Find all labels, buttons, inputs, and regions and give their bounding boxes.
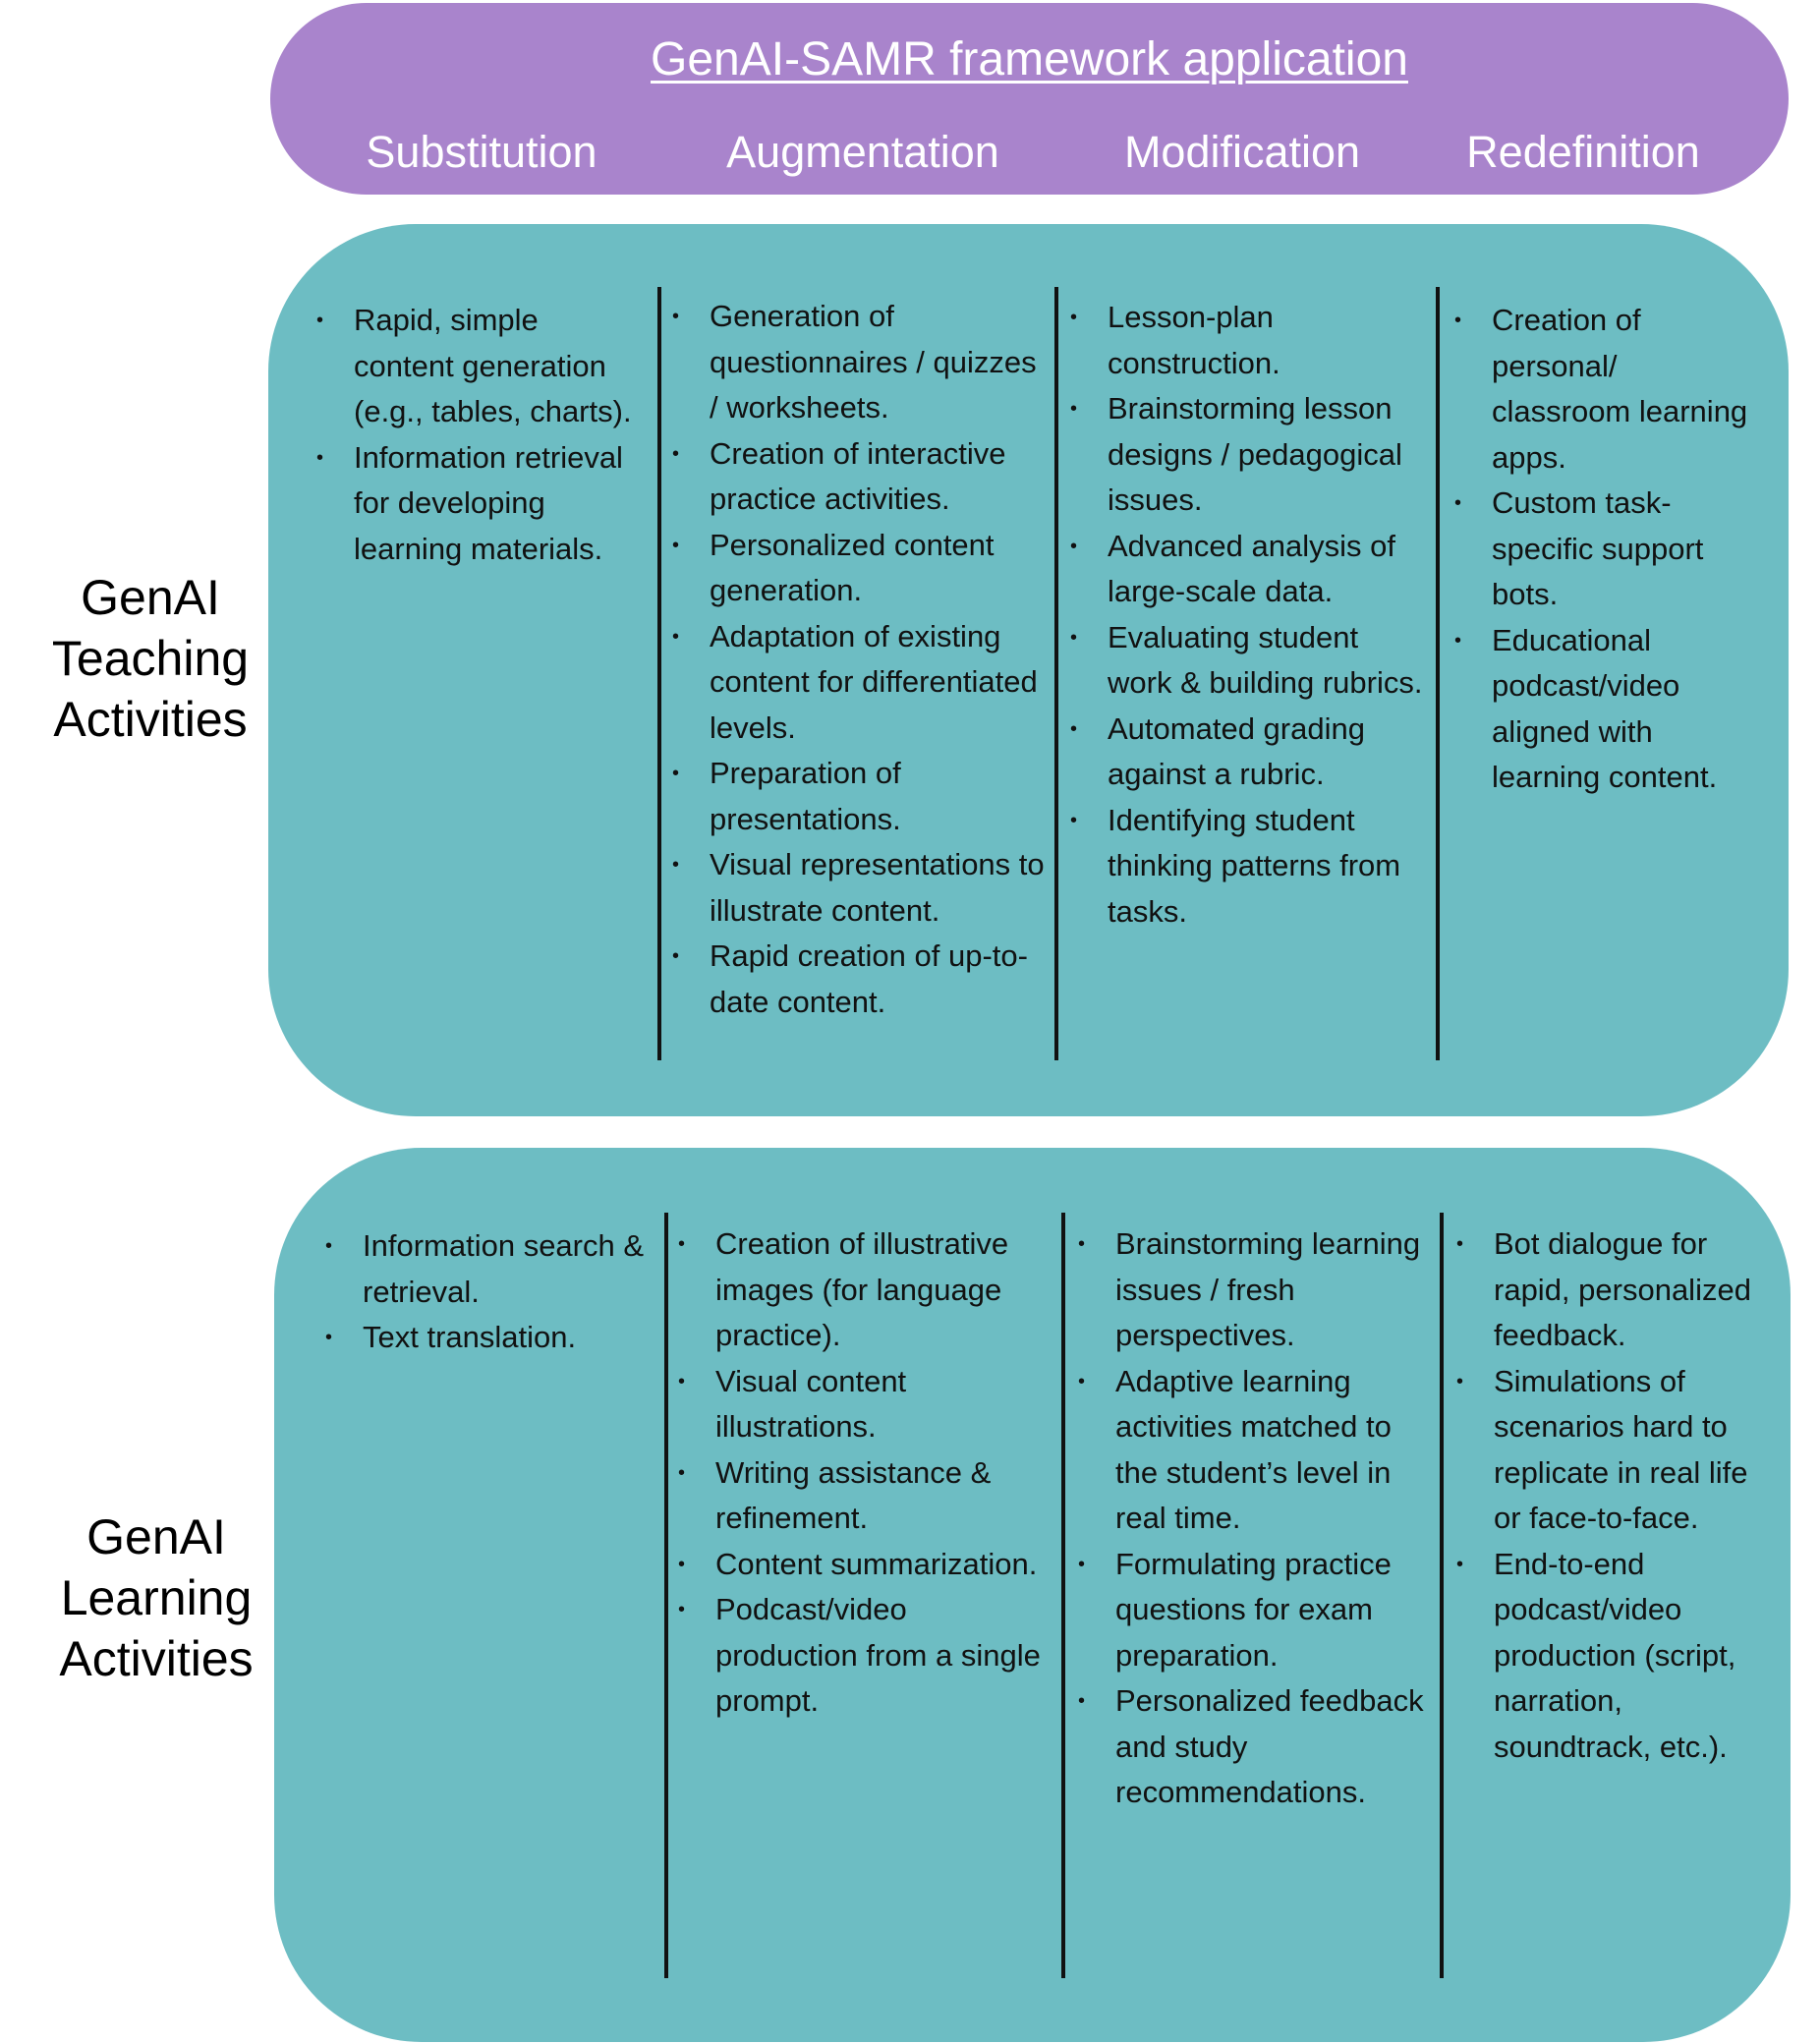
- list-item: Adaptation of existing content for diffe…: [672, 614, 1046, 752]
- column-divider: [1436, 287, 1440, 1060]
- list-item: Bot dialogue for rapid, personalized fee…: [1456, 1221, 1761, 1359]
- list-item: Preparation of presentations.: [672, 751, 1046, 842]
- list-item: Rapid, simple content generation (e.g., …: [316, 298, 641, 435]
- row-label-learning-line-3: Activities: [59, 1631, 254, 1686]
- framework-header: GenAI-SAMR framework application Substit…: [270, 3, 1789, 195]
- list-item: Podcast/video production from a single p…: [678, 1587, 1056, 1725]
- teaching-modification-list: Lesson-plan construction. Brainstorming …: [1070, 295, 1424, 935]
- list-item: Creation of interactive practice activit…: [672, 431, 1046, 523]
- framework-title: GenAI-SAMR framework application: [651, 33, 1408, 85]
- learning-redefinition-list: Bot dialogue for rapid, personalized fee…: [1456, 1221, 1761, 1770]
- row-label-learning-line-1: GenAI: [86, 1509, 226, 1564]
- list-item: Information retrieval for developing lea…: [316, 435, 641, 573]
- list-item: Simulations of scenarios hard to replica…: [1456, 1359, 1761, 1542]
- learning-modification-list: Brainstorming learning issues / fresh pe…: [1078, 1221, 1437, 1816]
- row-label-teaching-line-2: Teaching: [51, 631, 250, 686]
- column-divider: [664, 1213, 668, 1978]
- list-item: End-to-end podcast/video production (scr…: [1456, 1542, 1761, 1771]
- list-item: Creation of personal/ classroom learning…: [1454, 298, 1754, 481]
- column-header-modification: Modification: [1123, 127, 1361, 177]
- list-item: Information search & retrieval.: [325, 1223, 650, 1315]
- list-item: Custom task-specific support bots.: [1454, 481, 1754, 618]
- column-divider: [1440, 1213, 1444, 1978]
- teaching-redefinition-list: Creation of personal/ classroom learning…: [1454, 298, 1754, 801]
- learning-augmentation-list: Creation of illustrative images (for lan…: [678, 1221, 1056, 1725]
- list-item: Content summarization.: [678, 1542, 1056, 1588]
- list-item: Automated grading against a rubric.: [1070, 707, 1424, 798]
- column-divider: [1061, 1213, 1065, 1978]
- list-item: Rapid creation of up-to-date content.: [672, 934, 1046, 1025]
- teaching-augmentation-list: Generation of questionnaires / quizzes /…: [672, 294, 1046, 1025]
- list-item: Formulating practice questions for exam …: [1078, 1542, 1437, 1679]
- column-header-substitution: Substitution: [366, 127, 597, 177]
- list-item: Evaluating student work & building rubri…: [1070, 615, 1424, 707]
- list-item: Visual representations to illustrate con…: [672, 842, 1046, 934]
- list-item: Text translation.: [325, 1315, 650, 1361]
- row-label-teaching: GenAI Teaching Activities: [23, 567, 278, 750]
- list-item: Adaptive learning activities matched to …: [1078, 1359, 1437, 1542]
- list-item: Educational podcast/video aligned with l…: [1454, 618, 1754, 801]
- list-item: Personalized feedback and study recommen…: [1078, 1678, 1437, 1816]
- list-item: Writing assistance & refinement.: [678, 1450, 1056, 1542]
- learning-substitution-list: Information search & retrieval. Text tra…: [325, 1223, 650, 1361]
- teaching-substitution-list: Rapid, simple content generation (e.g., …: [316, 298, 641, 572]
- list-item: Creation of illustrative images (for lan…: [678, 1221, 1056, 1359]
- row-label-learning: GenAI Learning Activities: [28, 1506, 284, 1689]
- column-divider: [1054, 287, 1058, 1060]
- row-label-teaching-line-1: GenAI: [81, 570, 220, 625]
- list-item: Generation of questionnaires / quizzes /…: [672, 294, 1046, 431]
- row-label-learning-line-2: Learning: [60, 1570, 253, 1625]
- list-item: Personalized content generation.: [672, 523, 1046, 614]
- column-header-redefinition: Redefinition: [1466, 127, 1700, 177]
- list-item: Brainstorming lesson designs / pedagogic…: [1070, 386, 1424, 524]
- column-divider: [657, 287, 661, 1060]
- row-label-teaching-line-3: Activities: [53, 692, 248, 747]
- list-item: Visual content illustrations.: [678, 1359, 1056, 1450]
- list-item: Brainstorming learning issues / fresh pe…: [1078, 1221, 1437, 1359]
- list-item: Advanced analysis of large-scale data.: [1070, 524, 1424, 615]
- list-item: Lesson-plan construction.: [1070, 295, 1424, 386]
- list-item: Identifying student thinking patterns fr…: [1070, 798, 1424, 936]
- column-header-augmentation: Augmentation: [726, 127, 999, 177]
